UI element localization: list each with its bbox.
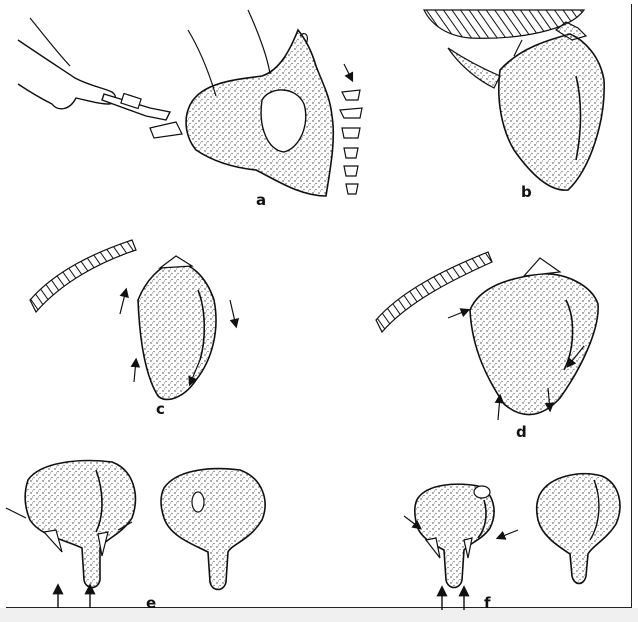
- spine-fragment: [448, 48, 500, 88]
- shell-core-f-front: [415, 484, 494, 587]
- detached-flake: [150, 122, 182, 138]
- hand-outline: [18, 40, 115, 109]
- conch-shell-d: [470, 274, 598, 415]
- panel-label-a: a: [256, 193, 266, 208]
- pointer-arrow: [344, 64, 352, 80]
- flake-series: [340, 90, 362, 194]
- anvil-hatched-b: [424, 10, 584, 38]
- panel-e-drawing: [6, 461, 265, 608]
- panel-label-c: c: [156, 402, 165, 417]
- panel-d-drawing: [376, 252, 598, 420]
- shell-core-e-front: [25, 461, 135, 588]
- panel-b-drawing: [424, 10, 604, 190]
- conch-shell-a: [186, 30, 333, 196]
- panel-c-drawing: [30, 240, 236, 399]
- conch-shell-b: [499, 34, 604, 190]
- panel-f-drawing: [404, 474, 620, 610]
- anvil-hatched-c: [30, 240, 136, 312]
- panel-a-drawing: [18, 10, 362, 196]
- panel-label-f: f: [484, 596, 491, 611]
- shell-core-f-back: [537, 474, 620, 584]
- panel-label-e: e: [146, 596, 156, 611]
- shell-core-e-back: [161, 469, 265, 590]
- panel-label-b: b: [521, 185, 532, 200]
- panel-label-d: d: [516, 425, 527, 440]
